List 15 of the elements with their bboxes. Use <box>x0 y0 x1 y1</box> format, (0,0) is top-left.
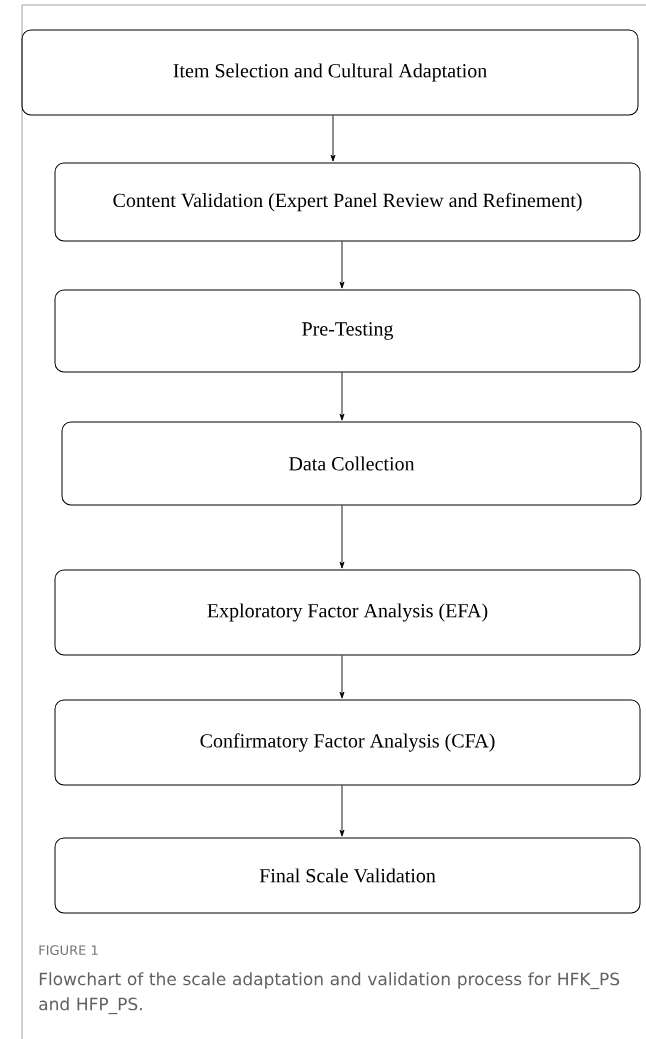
arrow <box>339 372 345 421</box>
process-box: Confirmatory Factor Analysis (CFA) <box>54 699 641 786</box>
arrow <box>339 505 345 569</box>
arrow <box>339 785 345 837</box>
process-box: Item Selection and Cultural Adaptation <box>21 29 639 116</box>
arrow <box>339 655 345 699</box>
process-box: Pre-Testing <box>54 289 641 373</box>
figure-label: FIGURE 1 <box>39 945 98 956</box>
process-box: Final Scale Validation <box>54 837 641 914</box>
process-box: Exploratory Factor Analysis (EFA) <box>54 569 641 656</box>
process-box: Data Collection <box>61 421 642 506</box>
caption: Flowchart of the scale adaptation and validation process for HFK_PS and HFP_PS. <box>39 972 620 1015</box>
process-box: Content Validation (Expert Panel Review and Refinement) <box>54 162 641 242</box>
arrow <box>339 241 345 289</box>
arrow <box>330 115 336 162</box>
